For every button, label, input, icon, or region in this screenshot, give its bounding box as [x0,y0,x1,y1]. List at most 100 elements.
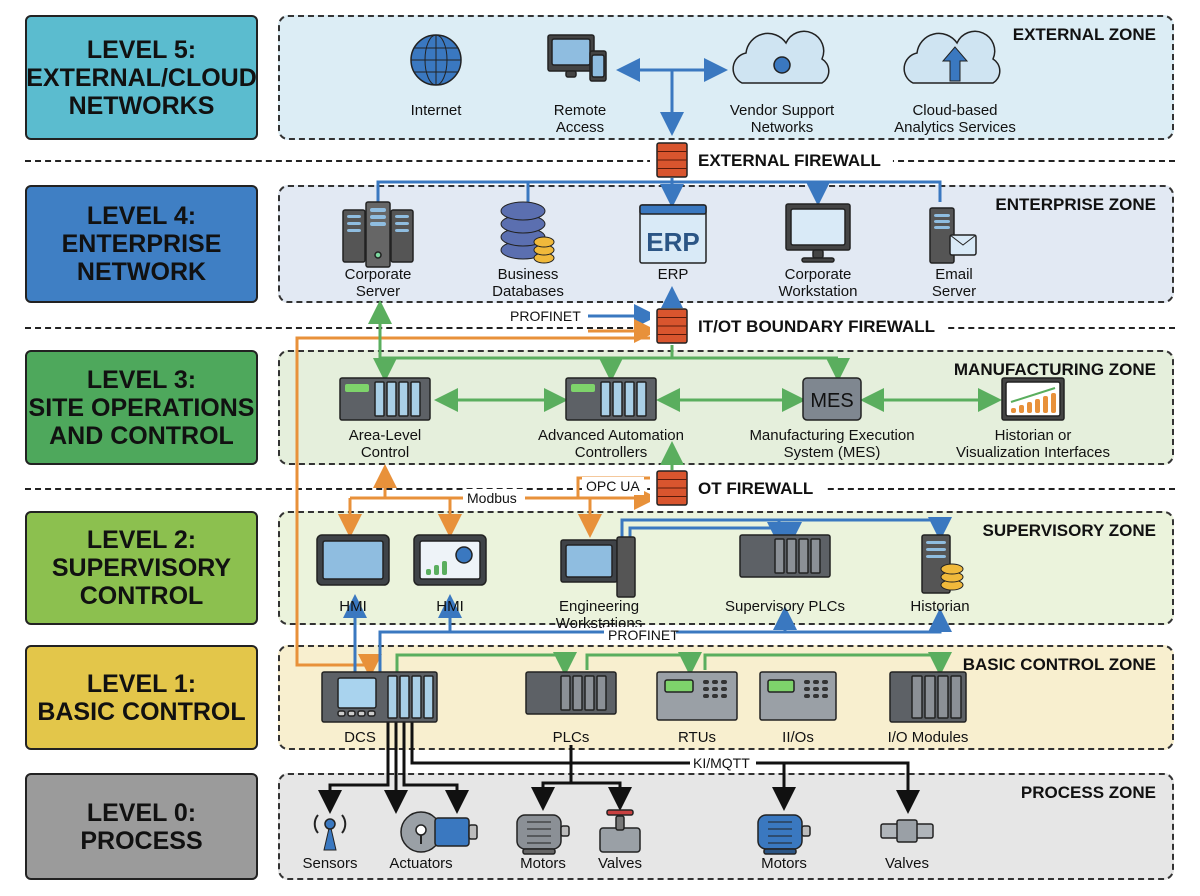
edge-label-modbus: Modbus [467,490,517,506]
sensor-icon [313,814,347,851]
erp-icon-text: ERP [646,227,699,257]
node-label: Server [356,283,400,300]
edge-label-opc-ua: OPC UA [586,478,640,494]
node-label: HMI [436,598,464,615]
node-label: Cloud-based [912,102,997,119]
controller-rack-icon [565,377,657,421]
sup-bus-1 [620,517,952,545]
node-label: Control [361,444,409,461]
node-label: ERP [658,266,689,283]
hmi-panel-icon [316,534,390,586]
brick-wall-icon [656,470,688,506]
node-label: Vendor Support [730,102,835,119]
node-label: Motors [520,855,566,872]
node-basic-4[interactable]: I/O Modules [888,671,969,746]
node-label: Valves [885,855,929,872]
node-supervisory-1[interactable]: HMI [413,534,487,615]
firewall-2: OT FIREWALL [650,470,826,506]
firewall-0: EXTERNAL FIREWALL [650,142,893,178]
node-label: Access [556,119,604,136]
node-label: Internet [411,102,463,119]
node-process-5[interactable]: Motors [757,814,811,872]
zone-title: MANUFACTURING ZONE [953,360,1156,379]
boundary-line-itot [25,327,1175,329]
node-label: I/O Modules [888,729,969,746]
level-3-box: LEVEL 3: SITE OPERATIONS AND CONTROL [25,350,258,465]
controller-rack-icon [339,377,431,421]
edge-label-mqtt: KI/MQTT [693,755,750,771]
level-5-box: LEVEL 5: EXTERNAL/CLOUD NETWORKS [25,15,258,140]
node-label: Workstation [779,283,858,300]
firewall-label: IT/OT BOUNDARY FIREWALL [698,317,935,336]
node-label: HMI [339,598,367,615]
node-basic-2[interactable]: RTUs [656,671,738,746]
rtu-icon [656,671,738,721]
node-label: System (MES) [784,444,881,461]
node-basic-0[interactable]: DCS [321,671,438,746]
node-label: Analytics Services [894,119,1016,136]
chart-monitor-icon [1001,377,1065,421]
node-process-4[interactable]: Valves [598,809,642,872]
node-label: Email [935,266,973,283]
basic-bus-1 [395,652,577,676]
basic-bus-3 [703,652,952,676]
node-process-6[interactable]: Valves [880,819,934,872]
io-modules-icon [889,671,967,723]
node-label: Visualization Interfaces [956,444,1110,461]
plc-rack-icon [739,534,831,578]
hmi-dashboard-icon [413,534,487,586]
email-server-icon [929,207,977,264]
node-label: Valves [598,855,642,872]
node-label: Engineering [559,598,639,615]
valve-icon [599,809,641,853]
valve-small-icon [880,819,934,843]
level-0-box: LEVEL 0: PROCESS [25,773,258,880]
node-label: Server [932,283,976,300]
node-supervisory-3[interactable]: Supervisory PLCs [725,534,845,615]
node-enterprise-2[interactable]: ERP ERP [639,204,707,283]
enterprise-bus [376,180,942,202]
zone-title: SUPERVISORY ZONE [982,521,1156,540]
level-4-box: LEVEL 4: ENTERPRISE NETWORK [25,185,258,303]
plc-motors [531,745,573,811]
node-process-3[interactable]: Motors [516,814,570,872]
node-label: Area-Level [349,427,422,444]
node-label: Networks [751,119,814,136]
dcs-actuator2 [402,720,469,814]
node-label: Databases [492,283,564,300]
node-label: DCS [344,729,376,746]
node-external-0[interactable]: Internet [410,34,463,119]
database-icon [500,201,555,264]
edge-label-profinet-top: PROFINET [510,308,581,324]
plc-valves [571,781,632,811]
protocol-labels: PROFINET Modbus OPC UA PROFINET KI/MQTT [463,306,756,771]
brick-wall-icon [656,142,688,178]
node-basic-3[interactable]: II/Os [759,671,837,746]
historian-server-icon [921,534,964,594]
gauge-actuator-icon [400,811,442,853]
zone-title: BASIC CONTROL ZONE [962,655,1156,674]
node-label: Corporate [785,266,852,283]
edge-label-profinet-bottom: PROFINET [608,627,679,643]
node-process-0[interactable]: Sensors [302,814,358,872]
node-supervisory-4[interactable]: Historian [910,534,970,615]
node-label: PLCs [553,729,590,746]
node-process-2[interactable] [434,817,478,847]
node-basic-1[interactable]: PLCs [525,671,617,746]
zone-title: ENTERPRISE ZONE [995,195,1156,214]
node-supervisory-0[interactable]: HMI [316,534,390,615]
node-process-1[interactable]: Actuators [389,811,453,872]
